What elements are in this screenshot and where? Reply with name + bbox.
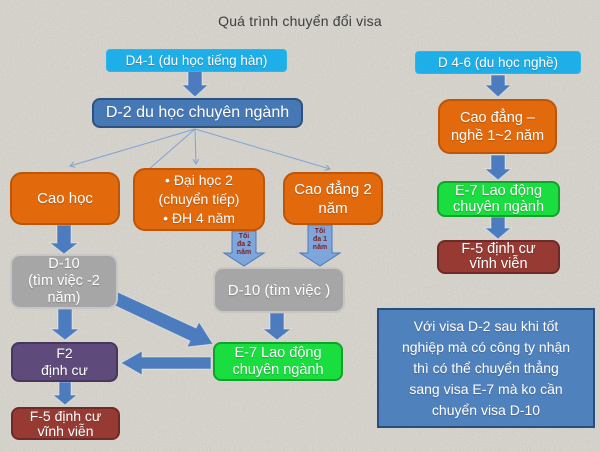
node-cao-hoc: Cao học	[10, 172, 120, 225]
node-f5-right: F-5 định cư vĩnh viễn	[437, 240, 560, 274]
arrow-toi-da-2-nam	[222, 230, 266, 267]
arrow-caohoc-to-d10	[48, 224, 80, 255]
arrow-d10-to-e7-diagonal	[104, 288, 214, 348]
arrow-toi-da-1-nam	[298, 224, 342, 267]
arrow-d46-to-caodang-nghe	[483, 74, 513, 98]
arrow-d10short-to-e7	[261, 312, 293, 341]
diagram-title: Quá trình chuyển đổi visa	[218, 13, 382, 29]
node-d2: D-2 du học chuyên ngành	[92, 98, 303, 128]
arrow-e7-to-f2	[119, 350, 212, 376]
node-d10-tim-viec: D-10 (tìm việc )	[213, 267, 345, 313]
arrow-caodang-nghe-to-e7	[483, 154, 513, 181]
arrow-d41-to-d2	[180, 70, 210, 98]
node-cao-dang-2-nam: Cao đẳng 2 năm	[283, 172, 383, 225]
line-d2-to-caodang2	[194, 128, 330, 169]
node-d10-tim-viec-2-nam: D-10 (tìm việc -2 năm)	[10, 254, 118, 309]
line-d2-to-daihoc	[195, 128, 196, 164]
node-dai-hoc: • Đại học 2 (chuyển tiếp) • ĐH 4 năm	[133, 168, 265, 231]
arrow-d10-to-f2	[49, 308, 81, 341]
arrow-e7-to-f5-right	[483, 216, 513, 240]
node-f2: F2 định cư	[11, 342, 118, 382]
node-e7-left: E-7 Lao động chuyên ngành	[213, 342, 343, 381]
arrow-label-toi-da-2-nam: Tối đa 2 năm	[236, 233, 252, 256]
line-d2-to-caohoc	[70, 128, 196, 166]
node-cao-dang-nghe: Cao đẳng – nghề 1~2 năm	[438, 99, 557, 154]
arrow-label-toi-da-1-nam: Tối đa 1 năm	[312, 228, 328, 251]
node-d4-1: D4-1 (du học tiếng hàn)	[106, 49, 287, 72]
node-f5-left: F-5 định cư vĩnh viễn	[11, 407, 120, 440]
arrow-f2-to-f5	[51, 381, 79, 406]
node-d4-6: D 4-6 (du học nghề)	[415, 51, 581, 74]
note-box: Với visa D-2 sau khi tốt nghiệp mà có cô…	[377, 308, 595, 428]
node-e7-right: E-7 Lao động chuyên ngành	[437, 181, 560, 217]
